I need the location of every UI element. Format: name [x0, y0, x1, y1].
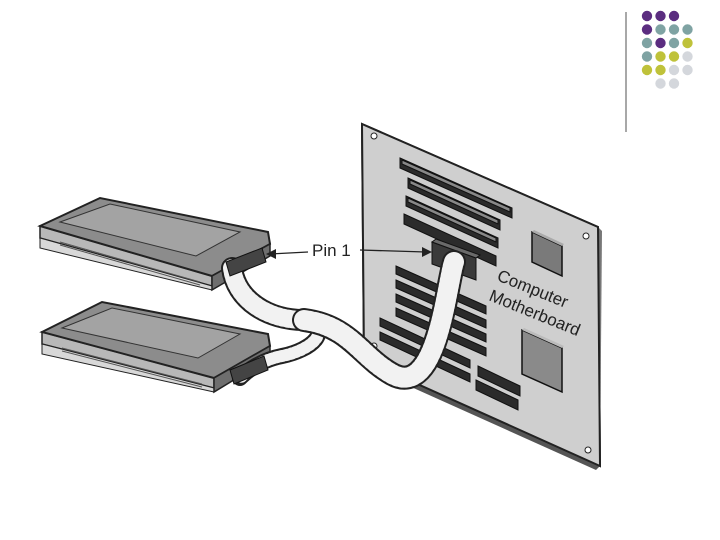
- decorative-dot: [682, 24, 693, 35]
- arrow-head-left: [266, 249, 276, 259]
- pin1-label: Pin 1: [312, 241, 351, 260]
- arrow-head-right: [422, 247, 432, 257]
- decorative-dot: [641, 37, 653, 49]
- decorative-dot: [668, 78, 680, 89]
- ribbon-cable: [221, 247, 466, 390]
- expansion-slots: [399, 157, 513, 267]
- drive-top-illustration: [37, 196, 272, 292]
- decorative-dot: [641, 64, 653, 76]
- decorative-dot: [668, 10, 680, 22]
- decorative-dot: [641, 24, 653, 35]
- decorative-dot-grid: [641, 10, 693, 89]
- motherboard-illustration: Computer Motherboard: [360, 122, 602, 470]
- mount-hole: [582, 232, 590, 240]
- decorative-dot: [641, 10, 653, 22]
- decorative-dot: [655, 51, 666, 62]
- decorative-dot: [655, 78, 666, 89]
- decorative-dot: [682, 64, 693, 76]
- decorative-dot: [668, 51, 680, 62]
- drive-bottom-illustration: [39, 300, 272, 394]
- pin1-callout: Pin 1: [266, 241, 432, 260]
- mount-hole: [370, 132, 378, 140]
- decorative-dot: [668, 24, 680, 35]
- decorative-dot: [655, 64, 666, 76]
- decorative-dot: [668, 37, 680, 49]
- decorative-dot: [655, 37, 666, 49]
- mount-hole: [584, 446, 592, 454]
- decorative-dot: [682, 37, 693, 49]
- io-connector: [475, 365, 521, 411]
- decorative-dot: [682, 51, 693, 62]
- decorative-dot: [655, 24, 666, 35]
- decorative-dot: [655, 10, 666, 22]
- decorative-dot: [668, 64, 680, 76]
- decorative-dot: [641, 51, 653, 62]
